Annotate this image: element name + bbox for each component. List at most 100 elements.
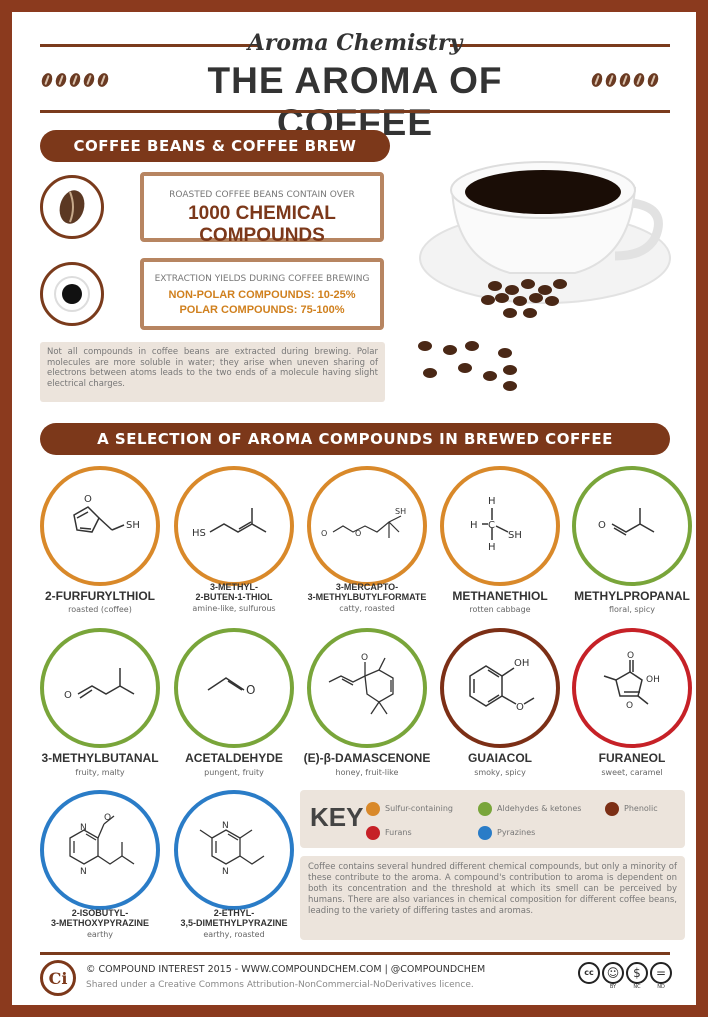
compound-desc: catty, roasted <box>339 604 395 613</box>
footer-rule <box>40 952 670 955</box>
compound-desc: floral, spicy <box>608 605 656 614</box>
coffee-cup-illustration <box>418 161 671 391</box>
key-item-furans: Furans <box>366 822 412 841</box>
section-banner-beans: COFFEE BEANS & COFFEE BREW <box>40 130 390 162</box>
compound-circle-3-mercapto-3-methylbutylformate: O O SH <box>307 466 427 586</box>
compound-circle-3-methyl-2-buten-1-thiol: HS <box>174 466 294 586</box>
svg-text:N: N <box>222 821 229 831</box>
svg-text:O: O <box>361 653 368 663</box>
structure-acetaldehyde: O <box>207 677 255 697</box>
coffee-bean-icon-circle <box>40 175 104 239</box>
structure-damascenone: O <box>328 653 394 715</box>
svg-text:O: O <box>598 520 606 531</box>
compound-circle-guaiacol: OH O <box>440 628 560 748</box>
structure-guaiacol: OH O <box>469 658 535 713</box>
compound-circle-3-methylbutanal: O <box>40 628 160 748</box>
svg-text:H: H <box>488 542 496 553</box>
compound-name: METHANETHIOL <box>452 589 548 603</box>
cc-nd-icon: = ND <box>650 962 672 990</box>
compound-desc: rotten cabbage <box>469 605 531 614</box>
compounds-count-caption: ROASTED COFFEE BEANS CONTAIN OVER <box>169 190 355 200</box>
compound-name: (E)-β-DAMASCENONE <box>303 751 431 765</box>
footer-copyright: © COMPOUND INTEREST 2015 - WWW.COMPOUNDC… <box>86 964 486 975</box>
compound-circle-acetaldehyde: O <box>174 628 294 748</box>
structure-2-isobutyl-3-methoxypyrazine: O N N <box>69 813 135 877</box>
svg-text:N: N <box>80 867 87 877</box>
extraction-polar: POLAR COMPOUNDS: 75-100% <box>179 304 345 316</box>
svg-text:HS: HS <box>192 528 206 539</box>
key-item-aldehydes: Aldehydes & ketones <box>478 798 581 817</box>
extraction-nonpolar: NON-POLAR COMPOUNDS: 10-25% <box>168 289 356 301</box>
compound-desc: earthy, roasted <box>203 930 265 939</box>
header-rule-right <box>450 44 670 47</box>
svg-text:O: O <box>626 701 633 711</box>
cc-icon: cc <box>578 962 600 990</box>
extraction-caption: EXTRACTION YIELDS DURING COFFEE BREWING <box>154 274 370 284</box>
compound-desc: smoky, spicy <box>474 768 526 777</box>
key-item-phenolic: Phenolic <box>605 798 658 817</box>
svg-text:N: N <box>80 823 87 833</box>
header-rule-bottom <box>40 110 670 113</box>
header-beans-left <box>39 71 111 91</box>
compounds-count-box: ROASTED COFFEE BEANS CONTAIN OVER 1000 C… <box>140 172 384 246</box>
svg-text:OH: OH <box>646 675 660 685</box>
key-item-pyrazines: Pyrazines <box>478 822 535 841</box>
compound-name: 3-METHYLBUTANAL <box>41 751 159 765</box>
extraction-box: EXTRACTION YIELDS DURING COFFEE BREWING … <box>140 258 384 330</box>
footer-license: Shared under a Creative Commons Attribut… <box>86 980 474 990</box>
compound-circle-2-ethyl-3-5-dimethylpyrazine: N N <box>174 790 294 910</box>
structure-3-mercapto-3-methylbutylformate: O O SH <box>321 507 406 538</box>
compounds-count-value: 1000 CHEMICAL COMPOUNDS <box>188 203 336 246</box>
compound-circle-furaneol: O OH O <box>572 628 692 748</box>
cc-by-icon: ☺ BY <box>602 962 624 990</box>
compound-name: FURANEOL <box>598 751 666 765</box>
svg-text:SH: SH <box>508 530 522 541</box>
header-beans-right <box>589 71 661 91</box>
compound-desc: earthy <box>86 930 114 939</box>
svg-text:SH: SH <box>395 507 406 516</box>
structure-methanethiol: H C H H SH <box>470 496 522 553</box>
cc-nc-icon: $ NC <box>626 962 648 990</box>
compound-desc: amine-like, sulfurous <box>192 604 276 613</box>
compound-desc: fruity, malty <box>75 768 125 777</box>
svg-text:H: H <box>470 520 478 531</box>
compound-desc: pungent, fruity <box>204 768 264 777</box>
compound-interest-logo: Ci <box>40 960 76 996</box>
coffee-cup-icon-circle <box>40 262 104 326</box>
svg-text:O: O <box>321 529 327 538</box>
compound-name: 2-FURFURYLTHIOL <box>45 589 155 603</box>
compound-circle-damascenone: O <box>307 628 427 748</box>
compound-desc: honey, fruit-like <box>335 768 399 777</box>
svg-text:O: O <box>355 529 361 538</box>
compound-circle-2-isobutyl-3-methoxypyrazine: O N N <box>40 790 160 910</box>
aroma-info-note: Coffee contains several hundred differen… <box>300 856 685 940</box>
compound-desc: sweet, caramel <box>601 768 663 777</box>
compound-circle-2-furfurylthiol: O SH <box>40 466 160 586</box>
compound-name: GUAIACOL <box>468 751 532 765</box>
compound-name: METHYLPROPANAL <box>574 589 690 603</box>
header-subtitle: Aroma Chemistry <box>247 30 463 56</box>
compound-name: 2-ISOBUTYL- 3-METHOXYPYRAZINE <box>50 908 149 928</box>
svg-text:H: H <box>488 496 496 507</box>
key-dot-phenolic <box>605 801 619 816</box>
key-dot-sulfur <box>366 801 380 816</box>
section-banner-compounds: A SELECTION OF AROMA COMPOUNDS IN BREWED… <box>40 423 670 455</box>
svg-text:O: O <box>64 690 72 701</box>
structure-2-furfurylthiol: O SH <box>73 494 140 533</box>
compound-desc: roasted (coffee) <box>68 605 132 614</box>
compound-circle-methylpropanal: O <box>572 466 692 586</box>
cc-license-badges: cc ☺ BY $ NC = ND <box>578 962 672 990</box>
structure-furaneol: O OH O <box>603 651 660 711</box>
key-dot-pyrazines <box>478 825 492 840</box>
svg-text:O: O <box>84 494 92 505</box>
svg-text:C: C <box>488 520 495 531</box>
compound-name: 3-METHYL- 2-BUTEN-1-THIOL <box>195 582 273 602</box>
compound-circle-methanethiol: H C H H SH <box>440 466 560 586</box>
key-title: KEY <box>310 802 364 832</box>
svg-text:O: O <box>246 683 255 697</box>
svg-text:O: O <box>627 651 634 661</box>
svg-text:O: O <box>104 813 111 823</box>
compound-name: ACETALDEHYDE <box>185 751 283 765</box>
structure-3-methylbutanal: O <box>64 668 135 701</box>
coffee-cup-top-icon <box>54 276 90 312</box>
